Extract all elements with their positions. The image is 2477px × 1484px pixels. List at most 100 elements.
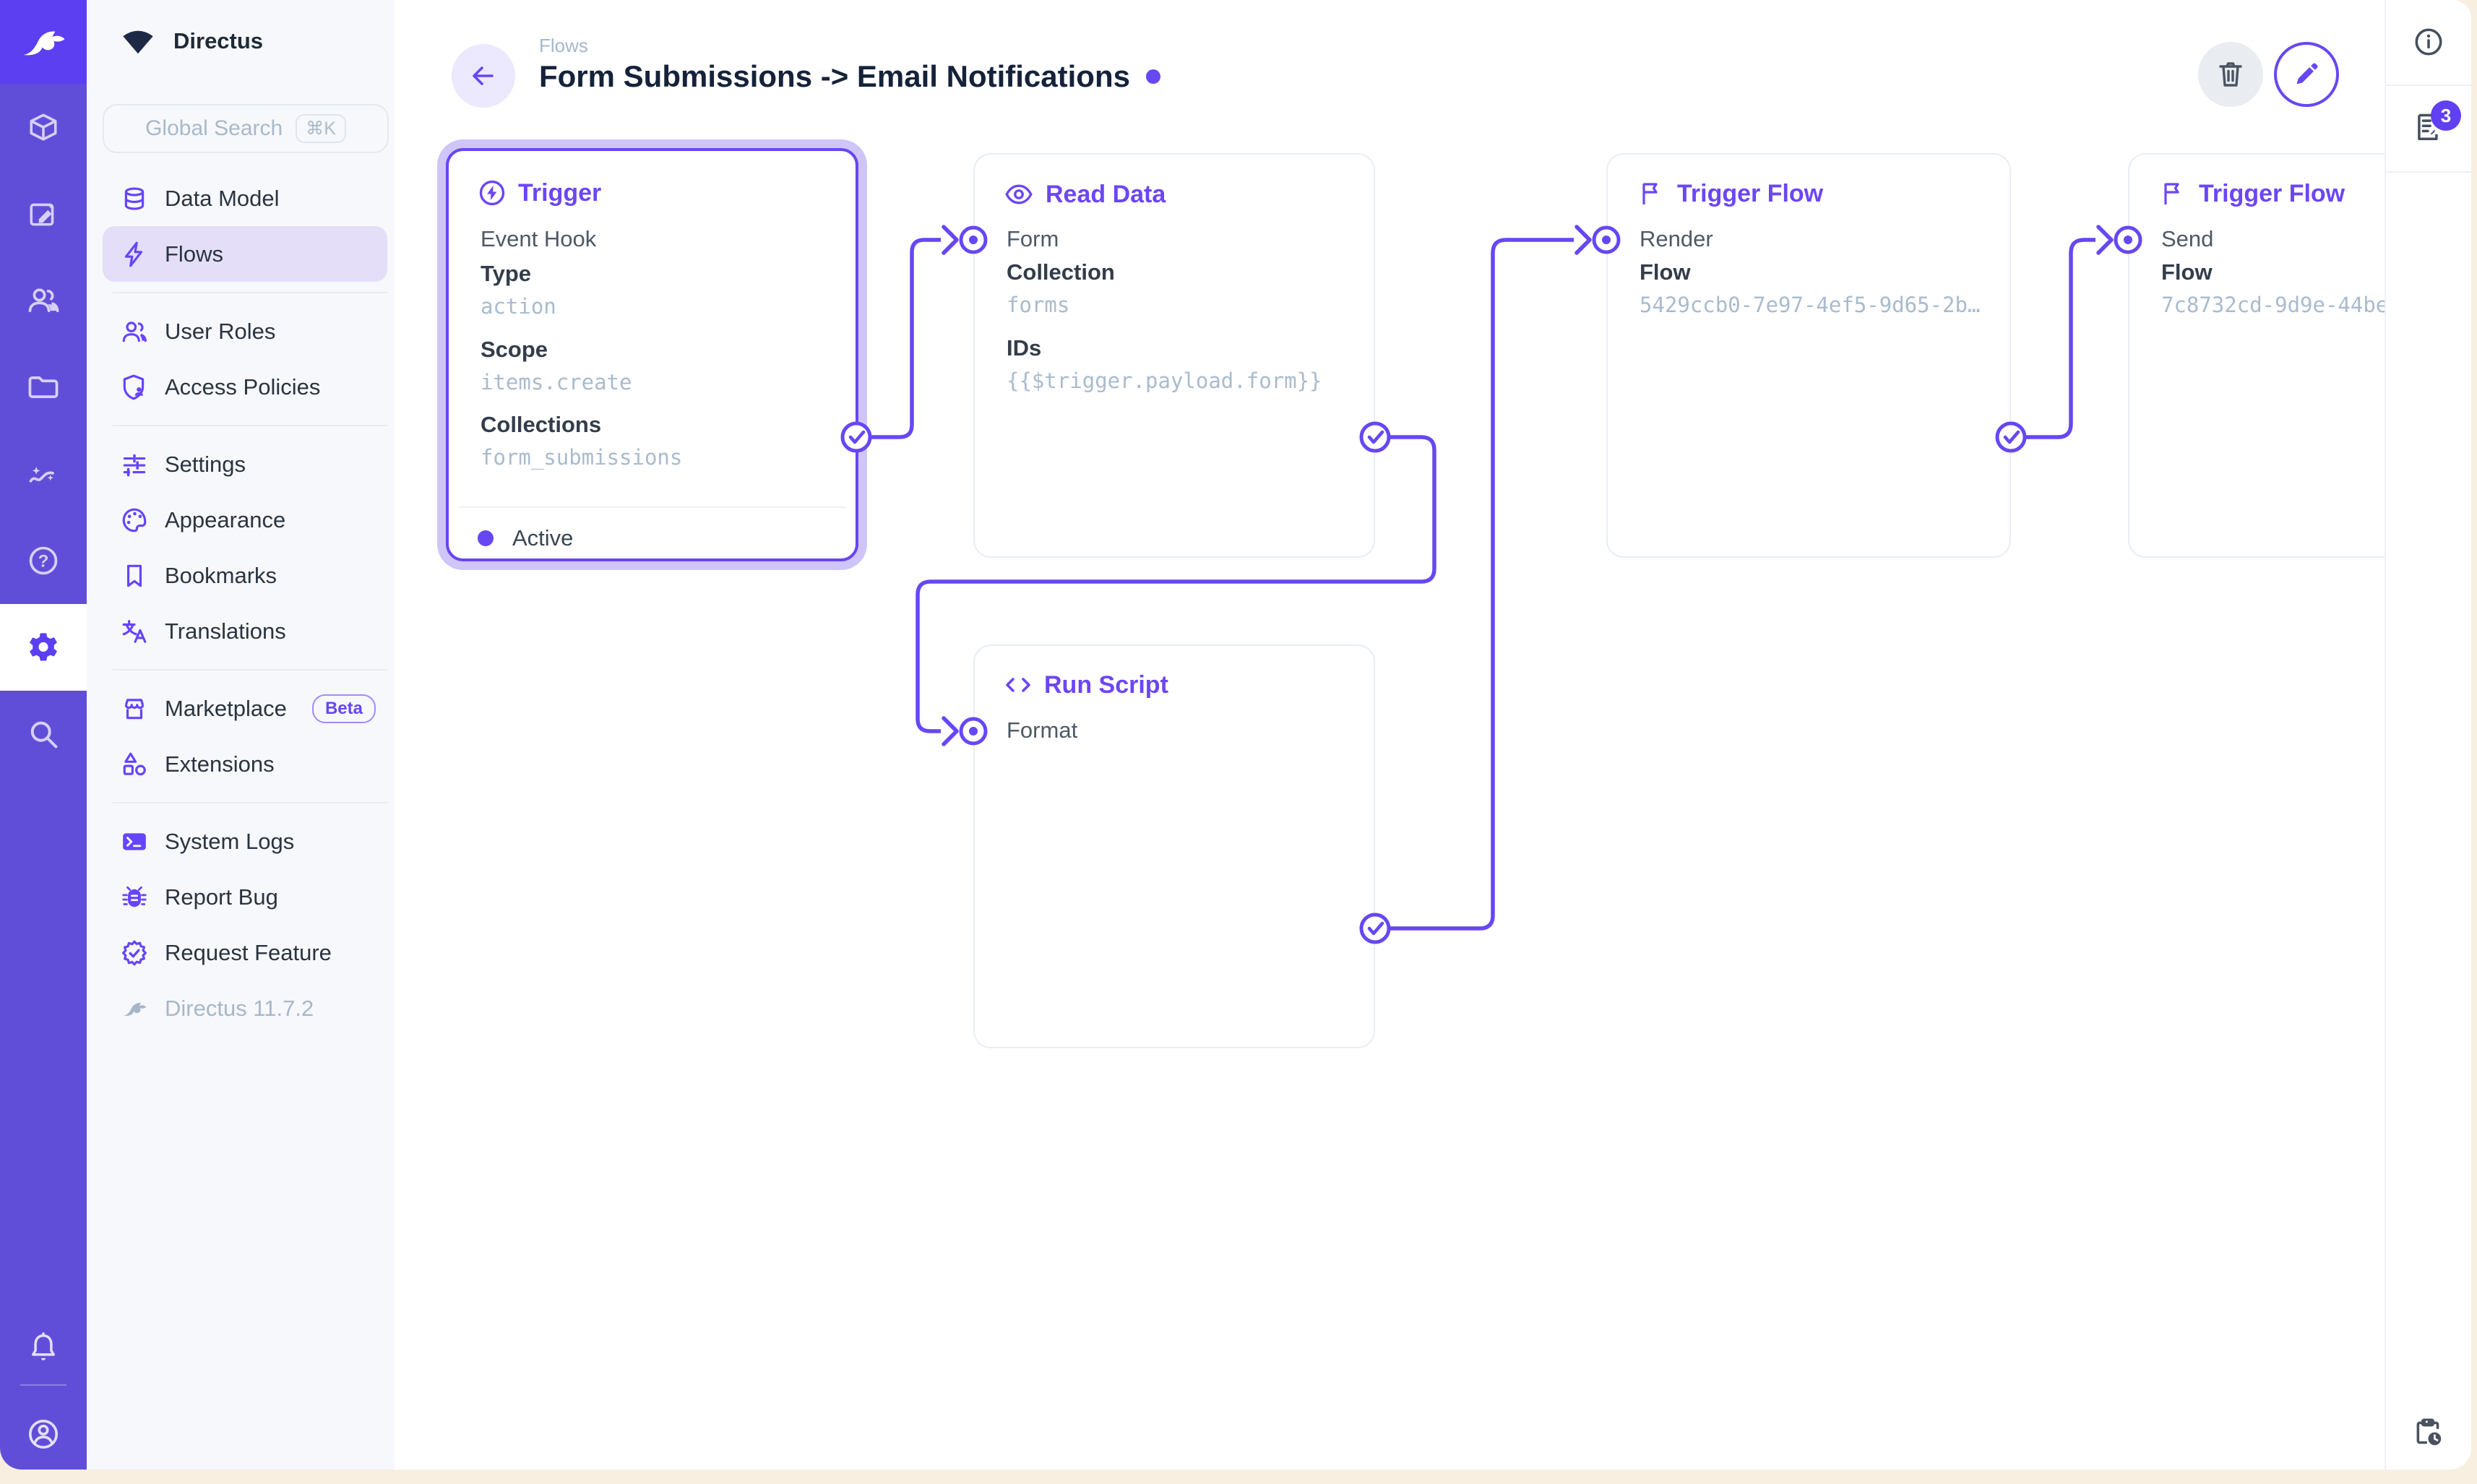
module-files[interactable] bbox=[0, 344, 87, 431]
sidebar-item-translations[interactable]: Translations bbox=[103, 603, 387, 659]
sidebar-item-request-feature[interactable]: Request Feature bbox=[103, 925, 387, 980]
sidebar-item-appearance[interactable]: Appearance bbox=[103, 492, 387, 548]
module-bar-divider bbox=[20, 1384, 66, 1386]
search-shortcut-badge: ⌘K bbox=[296, 114, 346, 143]
clipboard-clock-icon bbox=[2412, 1416, 2445, 1449]
delete-flow-button[interactable] bbox=[2198, 42, 2263, 107]
module-insights[interactable] bbox=[0, 431, 87, 517]
panel-read-data[interactable]: Read Data Form Collection forms IDs {{$t… bbox=[973, 153, 1375, 558]
operation-name: Send bbox=[2161, 226, 2214, 251]
flow-history-button[interactable] bbox=[2386, 1400, 2471, 1465]
sidebar-item-bookmarks[interactable]: Bookmarks bbox=[103, 548, 387, 603]
right-sidebar: 3 bbox=[2385, 0, 2471, 1470]
info-sidebar-button[interactable] bbox=[2386, 10, 2471, 74]
panel-divider bbox=[459, 506, 845, 508]
bolt-icon bbox=[120, 240, 149, 269]
user-menu-button[interactable] bbox=[0, 1402, 87, 1467]
field-label: Scope bbox=[481, 337, 548, 362]
sidebar-item-report-bug[interactable]: Report Bug bbox=[103, 869, 387, 925]
sidebar-item-label: Access Policies bbox=[165, 374, 321, 400]
wire-trigger-to-read-data bbox=[870, 225, 959, 439]
app-version: Directus 11.7.2 bbox=[103, 980, 395, 1036]
field-label: Flow bbox=[1640, 259, 1691, 285]
right-sidebar-divider bbox=[2386, 85, 2471, 86]
field-value: {{$trigger.payload.form}} bbox=[1007, 368, 1322, 393]
nav-list: Data Model Flows User Roles Access Polic… bbox=[87, 171, 395, 1036]
user-roles-icon bbox=[120, 317, 149, 346]
notifications-button[interactable] bbox=[0, 1315, 87, 1380]
bookmark-icon bbox=[120, 561, 149, 590]
wire-trigger-flow-render-to-send bbox=[2026, 225, 2114, 439]
users-icon bbox=[26, 283, 61, 318]
settings-nav-sidebar: Directus Global Search ⌘K Data Model Flo… bbox=[87, 0, 395, 1470]
module-settings[interactable] bbox=[0, 604, 87, 691]
edit-flow-button[interactable] bbox=[2274, 42, 2339, 107]
edit-square-icon bbox=[27, 197, 60, 230]
field-label: Type bbox=[481, 261, 532, 286]
module-bar: ? bbox=[0, 0, 87, 1470]
trigger-subtitle: Event Hook bbox=[481, 226, 597, 251]
breadcrumb[interactable]: Flows bbox=[539, 35, 588, 56]
module-users[interactable] bbox=[0, 257, 87, 344]
rabbit-logo-icon bbox=[17, 16, 69, 68]
operation-name: Form bbox=[1007, 226, 1059, 251]
field-value: items.create bbox=[481, 370, 632, 394]
flow-status: Active bbox=[478, 525, 573, 551]
sidebar-item-label: User Roles bbox=[165, 318, 276, 344]
field-value: 7c8732cd-9d9e-44be bbox=[2161, 293, 2389, 317]
field-value: forms bbox=[1007, 293, 1070, 317]
sidebar-item-extensions[interactable]: Extensions bbox=[103, 736, 387, 792]
sidebar-item-label: Request Feature bbox=[165, 939, 332, 965]
wire-run-script-to-trigger-flow-render bbox=[1390, 225, 1592, 931]
sidebar-item-settings[interactable]: Settings bbox=[103, 436, 387, 492]
svg-text:?: ? bbox=[38, 552, 49, 571]
right-sidebar-divider bbox=[2386, 171, 2471, 173]
folder-icon bbox=[26, 370, 61, 405]
panel-title: Trigger Flow bbox=[1677, 179, 1824, 207]
terminal-icon bbox=[120, 827, 149, 856]
module-content[interactable] bbox=[0, 84, 87, 171]
panel-trigger[interactable]: Trigger Event Hook Type action Scope ite… bbox=[446, 148, 858, 561]
flag-icon bbox=[1637, 179, 1666, 208]
sidebar-item-data-model[interactable]: Data Model bbox=[103, 171, 387, 226]
sidebar-item-flows[interactable]: Flows bbox=[103, 226, 387, 282]
nav-divider bbox=[113, 425, 387, 426]
sidebar-item-access-policies[interactable]: Access Policies bbox=[103, 359, 387, 415]
bolt-circle-icon bbox=[478, 178, 507, 207]
flow-canvas-area: Flows Form Submissions -> Email Notifica… bbox=[395, 0, 2471, 1470]
module-editor[interactable] bbox=[0, 171, 87, 257]
directus-logo-button[interactable] bbox=[0, 0, 87, 84]
database-icon bbox=[120, 184, 149, 213]
version-label: Directus 11.7.2 bbox=[165, 995, 314, 1021]
sidebar-item-label: Bookmarks bbox=[165, 562, 277, 588]
beta-badge: Beta bbox=[311, 694, 376, 723]
panel-trigger-flow-render[interactable]: Trigger Flow Render Flow 5429ccb0-7e97-4… bbox=[1606, 153, 2011, 558]
operation-name: Render bbox=[1640, 226, 1713, 251]
cube-icon bbox=[27, 111, 60, 144]
nav-divider bbox=[113, 669, 387, 670]
panel-run-script[interactable]: Run Script Format bbox=[973, 644, 1375, 1048]
nav-divider bbox=[113, 292, 387, 293]
sidebar-item-label: Appearance bbox=[165, 506, 286, 532]
sidebar-item-user-roles[interactable]: User Roles bbox=[103, 303, 387, 359]
info-icon bbox=[2412, 25, 2445, 59]
sidebar-item-label: System Logs bbox=[165, 828, 295, 854]
page-title: Form Submissions -> Email Notifications bbox=[539, 59, 1130, 93]
module-search[interactable] bbox=[0, 691, 87, 777]
logs-sidebar-button[interactable]: 3 bbox=[2386, 95, 2471, 161]
global-search-input[interactable]: Global Search ⌘K bbox=[103, 104, 389, 153]
sidebar-item-label: Extensions bbox=[165, 751, 275, 777]
project-shield-icon bbox=[121, 26, 155, 56]
field-value: action bbox=[481, 294, 556, 319]
sidebar-item-system-logs[interactable]: System Logs bbox=[103, 814, 387, 869]
project-name: Directus bbox=[173, 28, 264, 53]
gear-icon bbox=[26, 630, 61, 665]
field-label: IDs bbox=[1007, 335, 1042, 361]
field-label: Collection bbox=[1007, 259, 1115, 285]
sidebar-item-label: Data Model bbox=[165, 185, 280, 211]
project-header[interactable]: Directus bbox=[87, 17, 395, 65]
module-docs[interactable]: ? bbox=[0, 517, 87, 604]
sidebar-item-marketplace[interactable]: Marketplace Beta bbox=[103, 681, 387, 736]
back-button[interactable] bbox=[452, 44, 515, 108]
